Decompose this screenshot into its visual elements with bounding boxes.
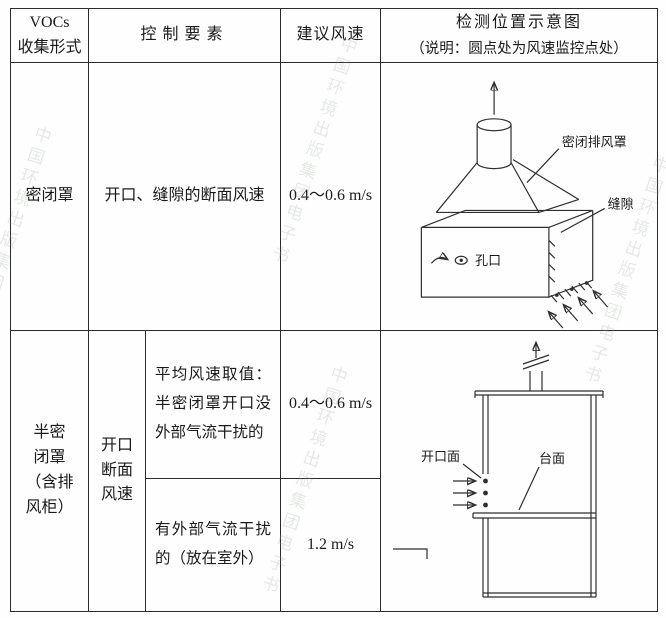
opening-label: 开口面 bbox=[421, 449, 460, 464]
cabinet-lid bbox=[474, 390, 604, 398]
monitoring-dots bbox=[483, 478, 488, 508]
enclosure-box bbox=[420, 209, 594, 298]
semi-hood-control: 开口 断面 风速 bbox=[89, 331, 146, 611]
header-diagram-title: 检测位置示意图 bbox=[455, 13, 582, 31]
opening-label-leader bbox=[462, 463, 482, 479]
gap-hatching bbox=[548, 239, 593, 303]
closed-hood-form: 密闭罩 bbox=[11, 63, 89, 331]
floor-mark bbox=[393, 548, 428, 559]
semi-no-interference-speed: 0.4～0.6 m/s bbox=[281, 331, 381, 479]
vocs-collection-table: VOCs 收集形式 控制要素 建议风速 检测位置示意图 （说明：圆点处为风速监控… bbox=[10, 8, 658, 612]
closed-hood-diagram-cell: 密闭排风罩 缝隙 孔口 bbox=[381, 63, 657, 331]
header-control-elements: 控制要素 bbox=[89, 9, 281, 63]
header-recommended-speed: 建议风速 bbox=[281, 9, 381, 63]
semi-hood-diagram-cell: 开口面 台面 bbox=[381, 331, 657, 611]
header-diagram-note: （说明：圆点处为风速监控点处） bbox=[410, 40, 628, 57]
closed-hood-control: 开口、缝隙的断面风速 bbox=[89, 63, 281, 331]
hood-shape bbox=[435, 159, 580, 214]
opening-airflow-arrows bbox=[453, 481, 475, 505]
header-vocs-collection-form: VOCs 收集形式 bbox=[11, 9, 89, 63]
closed-hood-diagram: 密闭排风罩 缝隙 孔口 bbox=[420, 63, 634, 329]
worktop-label: 台面 bbox=[539, 451, 565, 466]
semi-hood-form: 半密 闭罩 （含排 风柜） bbox=[11, 331, 89, 611]
exhaust-duct bbox=[522, 343, 550, 391]
gap-label: 缝隙 bbox=[608, 196, 634, 211]
duct-cylinder bbox=[476, 118, 512, 170]
semi-interference-text: 有外部气流干扰的（放在室外） bbox=[146, 479, 281, 611]
semi-interference-speed: 1.2 m/s bbox=[281, 479, 381, 611]
closed-hood-speed: 0.4～0.6 m/s bbox=[281, 63, 381, 331]
worktop-label-leader bbox=[518, 466, 540, 511]
cabinet-walls bbox=[482, 395, 597, 598]
hood-label: 密闭排风罩 bbox=[562, 135, 627, 150]
hood-label-leader bbox=[526, 148, 560, 183]
semi-no-interference-text: 平均风速取值：半密闭罩开口没外部气流干扰的 bbox=[146, 331, 281, 479]
header-diagram: 检测位置示意图 （说明：圆点处为风速监控点处） bbox=[381, 9, 657, 63]
orifice-label: 孔口 bbox=[475, 253, 501, 268]
worktop-surface bbox=[472, 512, 596, 519]
gap-airflow-arrows bbox=[549, 291, 609, 329]
gap-label-leader bbox=[560, 207, 605, 233]
semi-hood-diagram: 开口面 台面 bbox=[393, 331, 604, 598]
orifice-symbol bbox=[430, 256, 468, 265]
